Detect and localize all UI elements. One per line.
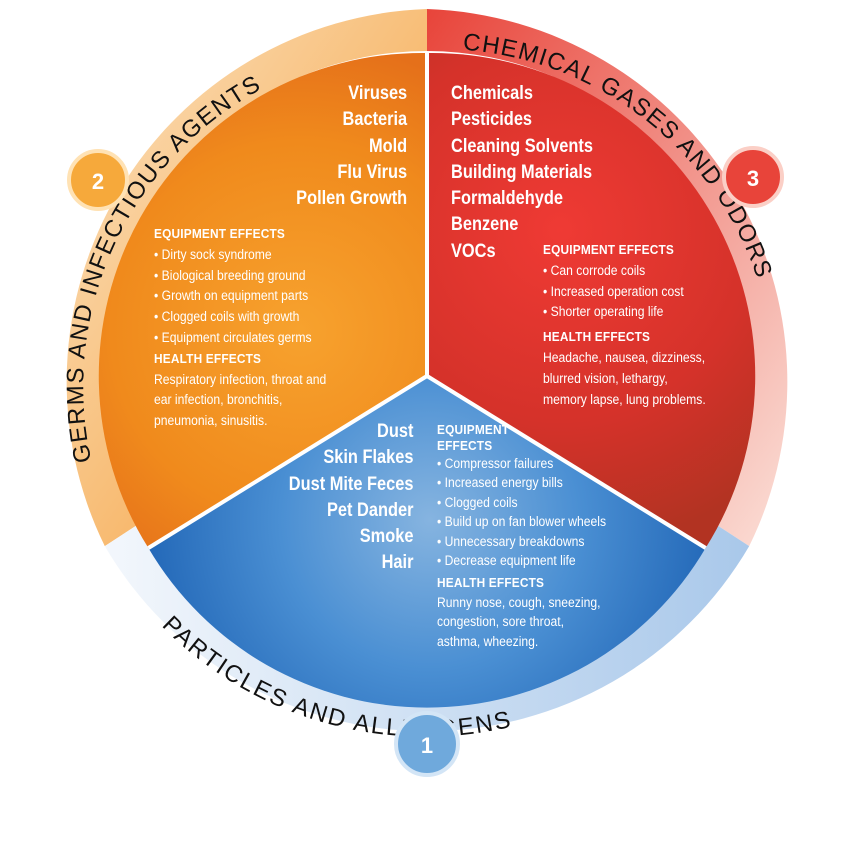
- particles-equipment-effect: • Decrease equipment life: [437, 553, 576, 569]
- germs-equipment-effects-heading: EQUIPMENT EFFECTS: [154, 226, 285, 241]
- divider-left: [147, 374, 429, 550]
- chemical-item: Cleaning Solvents: [451, 134, 593, 157]
- chemical-equipment-effect: • Can corrode coils: [543, 262, 646, 278]
- particles-equipment-effect: • Increased energy bills: [437, 475, 563, 491]
- germs-item: Pollen Growth: [295, 187, 407, 210]
- germs-item: Bacteria: [342, 108, 407, 131]
- divider-right: [425, 374, 707, 550]
- badge-germs: 2: [67, 149, 129, 211]
- germs-health-effects-line: ear infection, bronchitis,: [154, 392, 283, 408]
- chemical-items-list: Chemicals Pesticides Cleaning Solvents B…: [451, 80, 593, 264]
- particles-health-effects-line: congestion, sore throat,: [437, 614, 564, 630]
- germs-equipment-effect: • Growth on equipment parts: [154, 288, 309, 304]
- badge-particles: 1: [394, 711, 460, 777]
- badge-chemical-number: 3: [747, 166, 759, 191]
- particles-item: Pet Dander: [326, 498, 413, 521]
- ring-band-particles: [104, 519, 750, 732]
- particles-equipment-effects-heading: EQUIPMENT EFFECTS: [437, 422, 510, 453]
- particles-health-effects-line: Runny nose, cough, sneezing,: [437, 594, 601, 610]
- particles-item: Dust Mite Feces: [288, 472, 413, 495]
- badge-germs-number: 2: [92, 169, 104, 194]
- germs-equipment-effect: • Dirty sock syndrome: [154, 246, 272, 262]
- particles-item: Smoke: [359, 525, 413, 548]
- chemical-health-effects-line: memory lapse, lung problems.: [543, 391, 706, 407]
- particles-item: Dust: [376, 420, 413, 442]
- particles-health-effects-line: asthma, wheezing.: [437, 633, 539, 649]
- sector-chemical: [427, 52, 756, 548]
- badge-chemical: 3: [722, 146, 784, 208]
- chemical-item: Building Materials: [451, 160, 593, 183]
- sector-particles: [148, 376, 706, 708]
- chemical-item: Benzene: [451, 213, 519, 236]
- chemical-item: VOCs: [451, 239, 496, 262]
- particles-item: Skin Flakes: [322, 446, 413, 469]
- chemical-equipment-effects-heading: EQUIPMENT EFFECTS: [543, 242, 674, 257]
- germs-health-effects-line: pneumonia, sinusitis.: [154, 413, 268, 429]
- particles-equipment-effect: • Build up on fan blower wheels: [437, 514, 607, 530]
- germs-item: Viruses: [348, 82, 407, 104]
- chemical-health-effects-line: Headache, nausea, dizziness,: [543, 349, 706, 365]
- chemical-item: Chemicals: [451, 82, 533, 104]
- particles-effects-block: EQUIPMENT EFFECTS • Compressor failures …: [437, 422, 606, 651]
- particles-equipment-effect: • Clogged coils: [437, 494, 518, 510]
- sector-germs: [98, 52, 428, 548]
- germs-equipment-effect: • Clogged coils with growth: [154, 309, 300, 325]
- germs-equipment-effect: • Biological breeding ground: [154, 267, 306, 283]
- chemical-health-effects-heading: HEALTH EFFECTS: [543, 329, 651, 345]
- germs-item: Mold: [368, 134, 407, 157]
- germs-health-effects-line: Respiratory infection, throat and: [154, 371, 327, 387]
- pie: [98, 52, 756, 708]
- chemical-equipment-effect: • Shorter operating life: [543, 304, 664, 320]
- chemical-equipment-effect: • Increased operation cost: [543, 283, 684, 299]
- germs-health-effects-heading: HEALTH EFFECTS: [154, 350, 262, 366]
- chemical-health-effects-line: blurred vision, lethargy,: [543, 370, 668, 386]
- particles-health-effects-heading: HEALTH EFFECTS: [437, 575, 545, 591]
- particles-equipment-effect: • Unnecessary breakdowns: [437, 533, 585, 549]
- particles-equipment-effect: • Compressor failures: [437, 456, 554, 471]
- germs-equipment-effect: • Equipment circulates germs: [154, 329, 312, 345]
- particles-item: Hair: [381, 551, 413, 574]
- badge-particles-number: 1: [421, 733, 433, 758]
- particles-items-list: Dust Skin Flakes Dust Mite Feces Pet Dan…: [288, 418, 413, 576]
- chemical-effects-block: EQUIPMENT EFFECTS • Can corrode coils • …: [543, 240, 706, 410]
- germs-item: Flu Virus: [337, 160, 407, 183]
- germs-items-list: Viruses Bacteria Mold Flu Virus Pollen G…: [296, 80, 407, 211]
- germs-effects-block: EQUIPMENT EFFECTS • Dirty sock syndrome …: [154, 224, 326, 432]
- ring-band-chemical: [427, 9, 788, 547]
- chemical-item: Formaldehyde: [451, 187, 563, 210]
- chemical-item: Pesticides: [451, 108, 533, 131]
- ring-band-germs: [66, 9, 428, 547]
